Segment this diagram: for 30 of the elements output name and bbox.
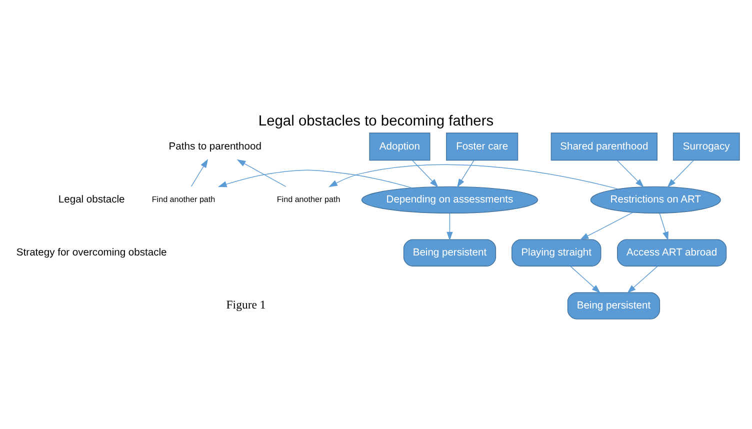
node-text: Find another path bbox=[276, 194, 340, 204]
arrow bbox=[616, 160, 644, 187]
arrow bbox=[236, 158, 286, 186]
node-box: Access ART abroad bbox=[617, 238, 727, 266]
arrow bbox=[659, 212, 668, 240]
node-box: Shared parenthood bbox=[550, 132, 658, 160]
arrow bbox=[580, 212, 634, 240]
arrow bbox=[627, 265, 658, 293]
node-box: Foster care bbox=[446, 132, 518, 160]
node-box: Adoption bbox=[369, 132, 430, 160]
node-text: Find another path bbox=[152, 194, 216, 204]
node-text: Paths to parenthood bbox=[168, 140, 262, 152]
node-box: Being persistent bbox=[403, 238, 496, 266]
arrow bbox=[570, 265, 601, 293]
label: Legal obstacle bbox=[58, 194, 125, 206]
arrow bbox=[328, 164, 619, 189]
diagram-title: Legal obstacles to becoming fathers bbox=[258, 113, 494, 130]
node-box: Surrogacy bbox=[672, 132, 740, 160]
arrow bbox=[218, 169, 412, 188]
arrow bbox=[667, 160, 694, 187]
node-box: Being persistent bbox=[567, 292, 660, 319]
arrow bbox=[412, 160, 438, 187]
node-ellipse: Restrictions on ART bbox=[590, 186, 721, 214]
arrow bbox=[190, 158, 208, 186]
caption: Figure 1 bbox=[226, 298, 266, 312]
arrow bbox=[456, 160, 474, 188]
node-box: Playing straight bbox=[512, 238, 602, 266]
node-ellipse: Depending on assessments bbox=[361, 186, 538, 214]
arrow bbox=[446, 212, 453, 240]
label: Strategy for overcoming obstacle bbox=[16, 247, 167, 258]
